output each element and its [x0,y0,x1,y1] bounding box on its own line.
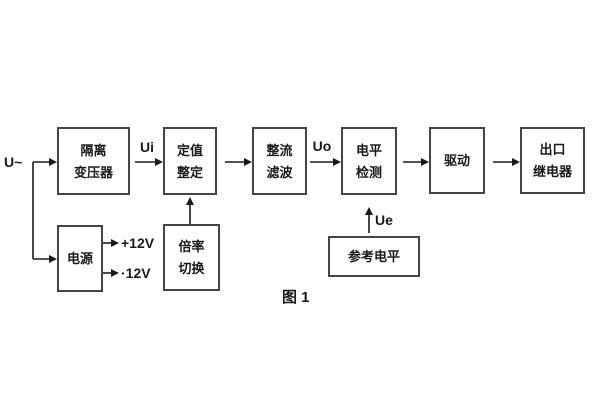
block-ratio-switching: 倍率 切换 [163,224,220,291]
block-value-setting: 定值 整定 [163,127,217,195]
signal-label-plus12v: +12V [121,235,155,251]
block-drive: 驱动 [429,127,485,194]
block-label: 切换 [178,261,205,276]
block-label: 隔离 [80,142,107,158]
signal-label-minus12v: ·12V [121,265,151,281]
block-label: 参考电平 [347,249,400,264]
block-output-relay: 出口 继电器 [520,127,585,194]
block-label: 变压器 [73,164,113,180]
block-level-detection: 电平 检测 [341,127,397,195]
block-reference-level: 参考电平 [328,236,420,277]
block-label: 检测 [355,164,382,180]
block-label: 电平 [355,142,382,158]
block-label: 倍率 [178,239,205,254]
block-label: 驱动 [443,153,470,168]
block-label: 整流 [266,142,293,158]
block-rectifier-filter: 整流 滤波 [252,127,307,195]
block-label: 电源 [66,251,93,266]
signal-label-u-input: U~ [4,154,23,170]
figure-caption: 图 1 [282,289,310,306]
block-label: 出口 [539,142,566,157]
block-isolation-transformer: 隔离 变压器 [57,127,130,195]
signal-label-ui: Ui [140,139,154,155]
block-label: 定值 [176,142,203,158]
block-label: 继电器 [532,164,572,179]
block-label: 滤波 [266,164,293,180]
block-label: 整定 [176,164,203,180]
block-power-supply: 电源 [57,225,103,292]
signal-label-ue: Ue [375,212,393,228]
signal-label-uo: Uo [312,138,332,154]
